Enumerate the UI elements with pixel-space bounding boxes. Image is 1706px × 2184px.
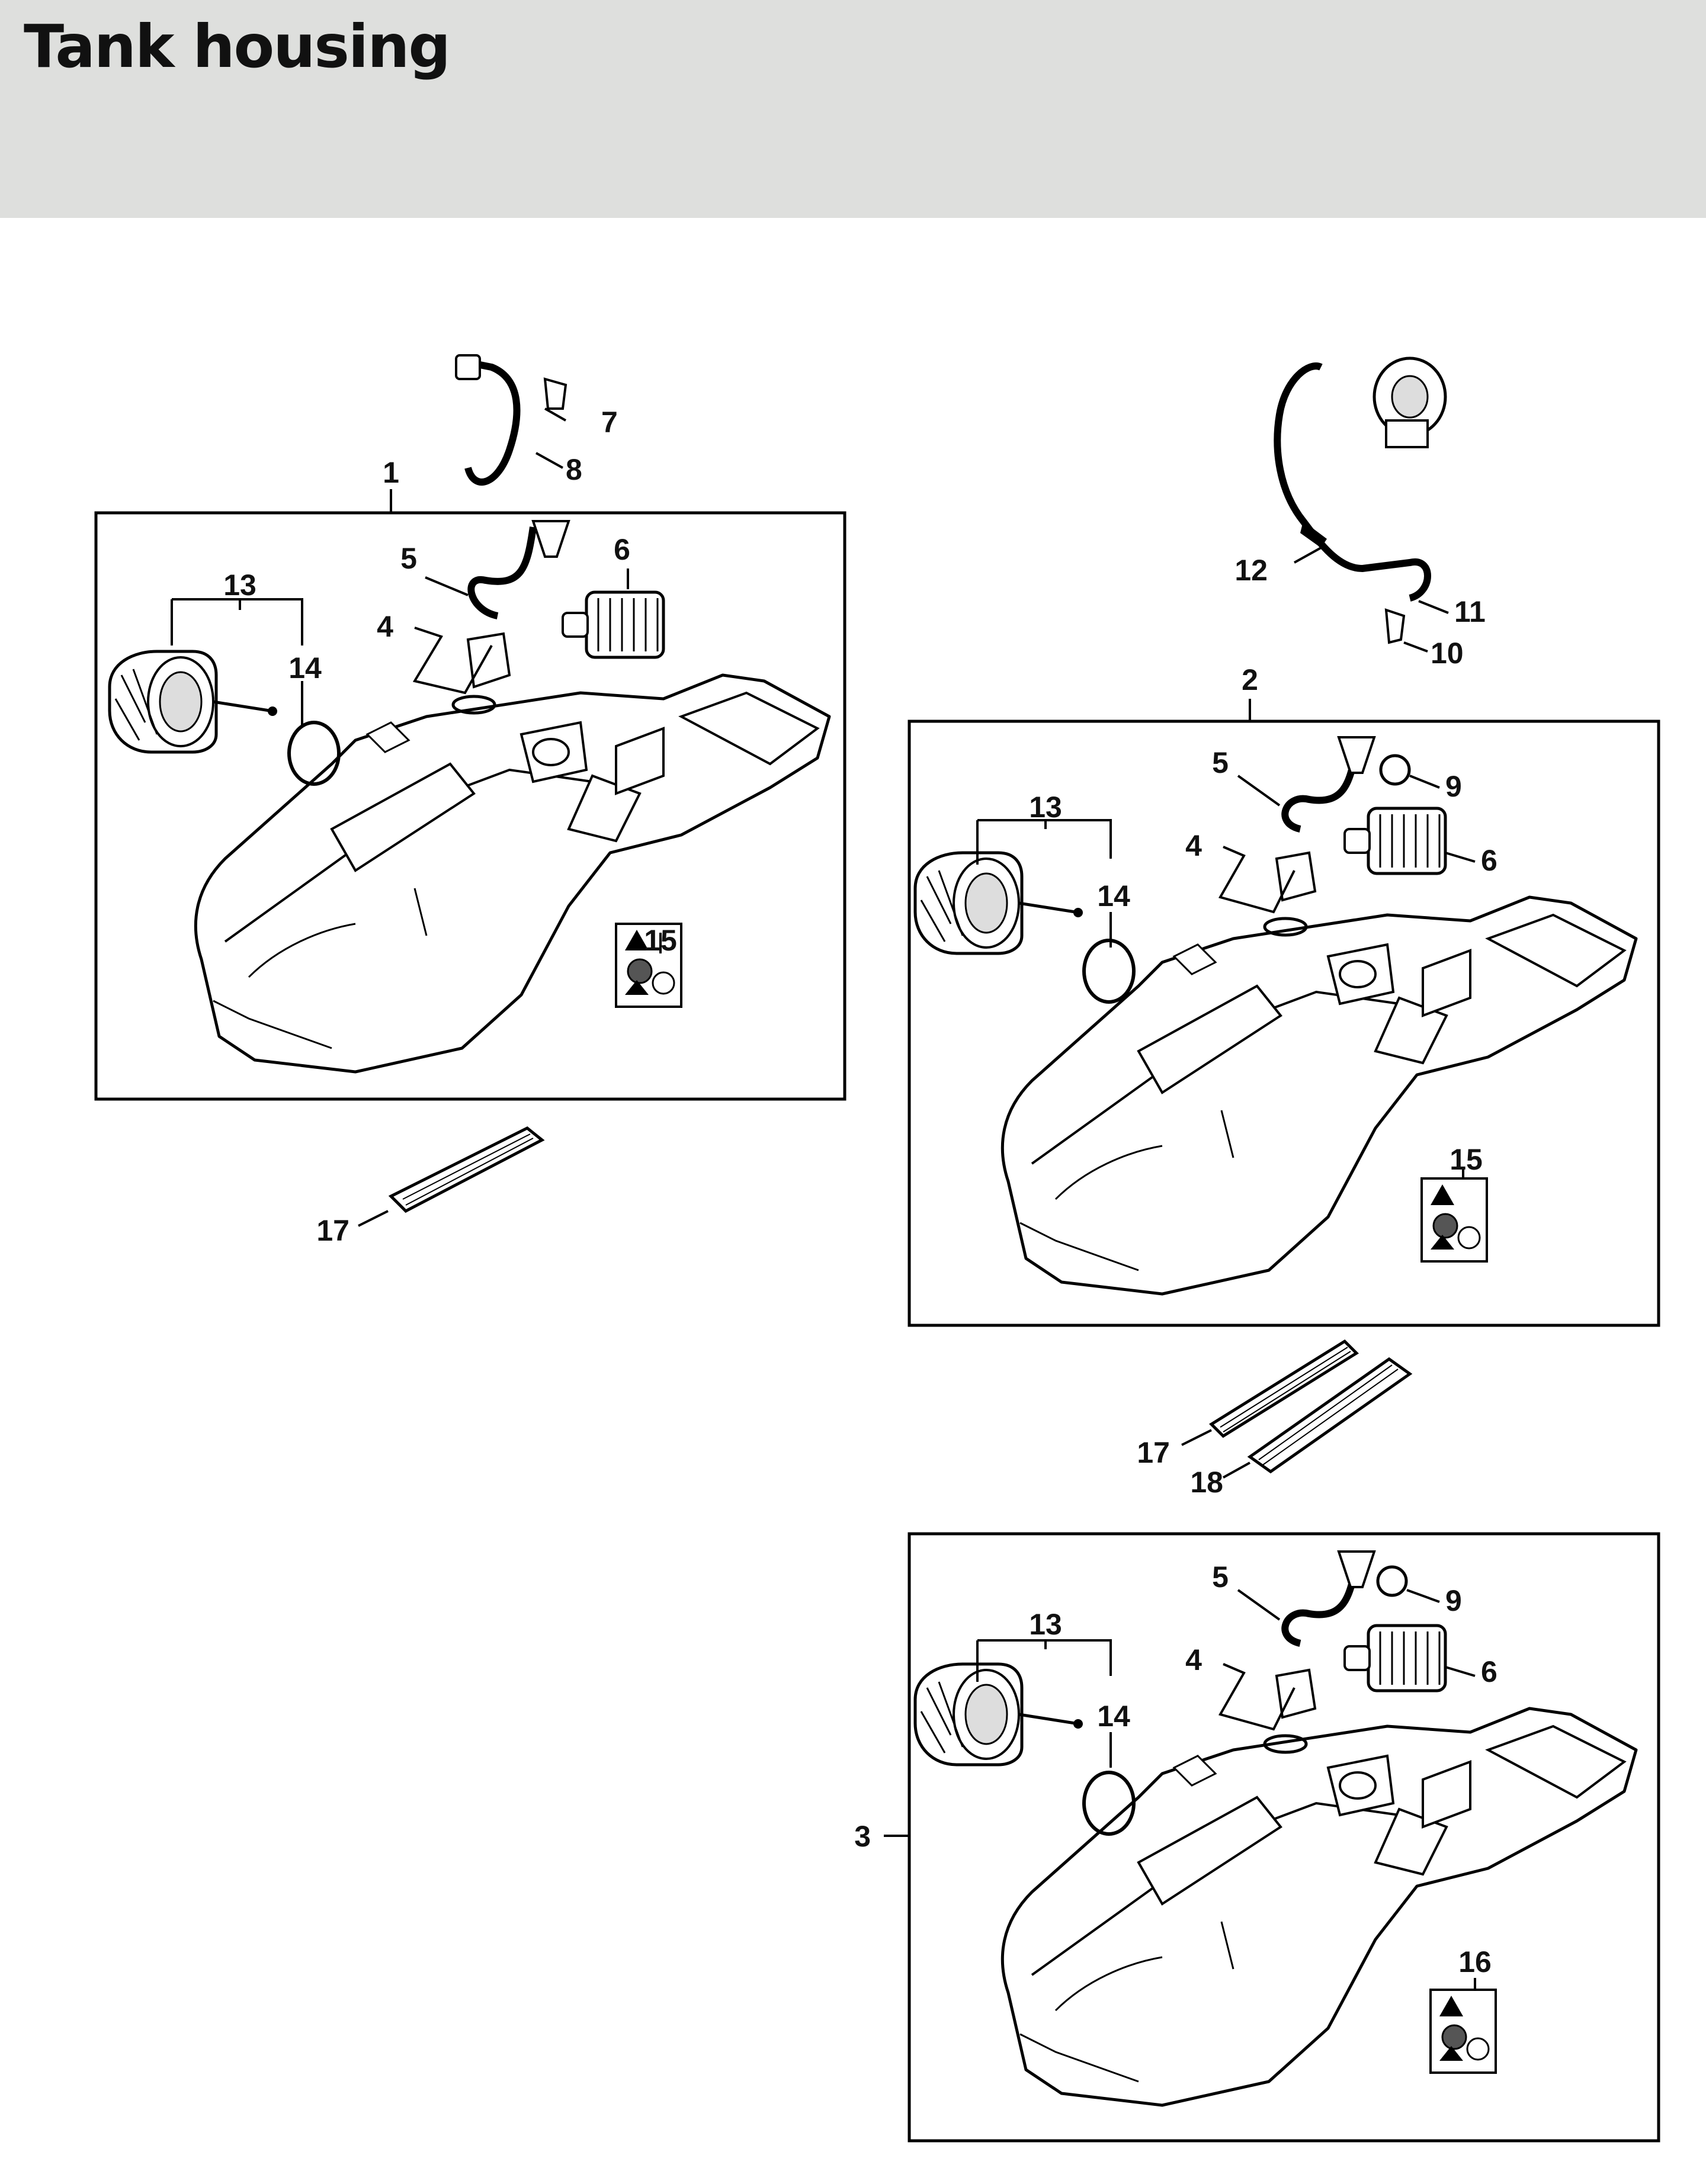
callout-5: 5 xyxy=(400,542,417,575)
assembly-1 xyxy=(94,354,846,1101)
assembly-2 xyxy=(907,720,1660,1327)
assembly-3 xyxy=(907,1532,1660,2143)
callout-labels: 1 7 8 5 6 13 4 14 15 17 12 11 10 2 5 9 1… xyxy=(223,406,1497,1979)
callout-4: 4 xyxy=(1185,829,1202,862)
callout-3: 3 xyxy=(854,1820,871,1853)
header-band: Tank housing xyxy=(0,0,1706,218)
callout-10: 10 xyxy=(1431,637,1464,670)
gasket-strip-left xyxy=(388,1126,545,1213)
callout-6: 6 xyxy=(1481,844,1497,877)
callout-4: 4 xyxy=(1185,1643,1202,1676)
leader-lines xyxy=(171,407,1476,1990)
callout-9: 9 xyxy=(1445,770,1462,803)
callout-13: 13 xyxy=(223,569,256,602)
gasket-strips-right xyxy=(1209,1339,1413,1474)
callout-4: 4 xyxy=(377,610,393,643)
callout-15: 15 xyxy=(644,924,677,957)
callout-1: 1 xyxy=(383,456,399,489)
oil-hose-assembly xyxy=(1274,356,1447,644)
callout-17: 17 xyxy=(316,1214,349,1247)
callout-5: 5 xyxy=(1212,1560,1229,1594)
callout-13: 13 xyxy=(1029,791,1062,824)
callout-9: 9 xyxy=(1445,1584,1462,1617)
callout-18: 18 xyxy=(1190,1466,1223,1499)
callout-7: 7 xyxy=(601,406,618,439)
callout-6: 6 xyxy=(614,533,630,566)
callout-14: 14 xyxy=(288,651,322,685)
callout-11: 11 xyxy=(1454,595,1486,628)
callout-14: 14 xyxy=(1097,1700,1130,1733)
callout-5: 5 xyxy=(1212,746,1229,779)
callout-12: 12 xyxy=(1234,554,1268,587)
callout-14: 14 xyxy=(1097,879,1130,913)
callout-16: 16 xyxy=(1458,1945,1492,1979)
callout-13: 13 xyxy=(1029,1608,1062,1641)
callout-17: 17 xyxy=(1137,1436,1170,1469)
callout-6: 6 xyxy=(1481,1655,1497,1688)
page-title: Tank housing xyxy=(24,12,451,81)
callout-15: 15 xyxy=(1450,1143,1483,1176)
callout-2: 2 xyxy=(1242,663,1258,696)
callout-8: 8 xyxy=(566,453,582,486)
